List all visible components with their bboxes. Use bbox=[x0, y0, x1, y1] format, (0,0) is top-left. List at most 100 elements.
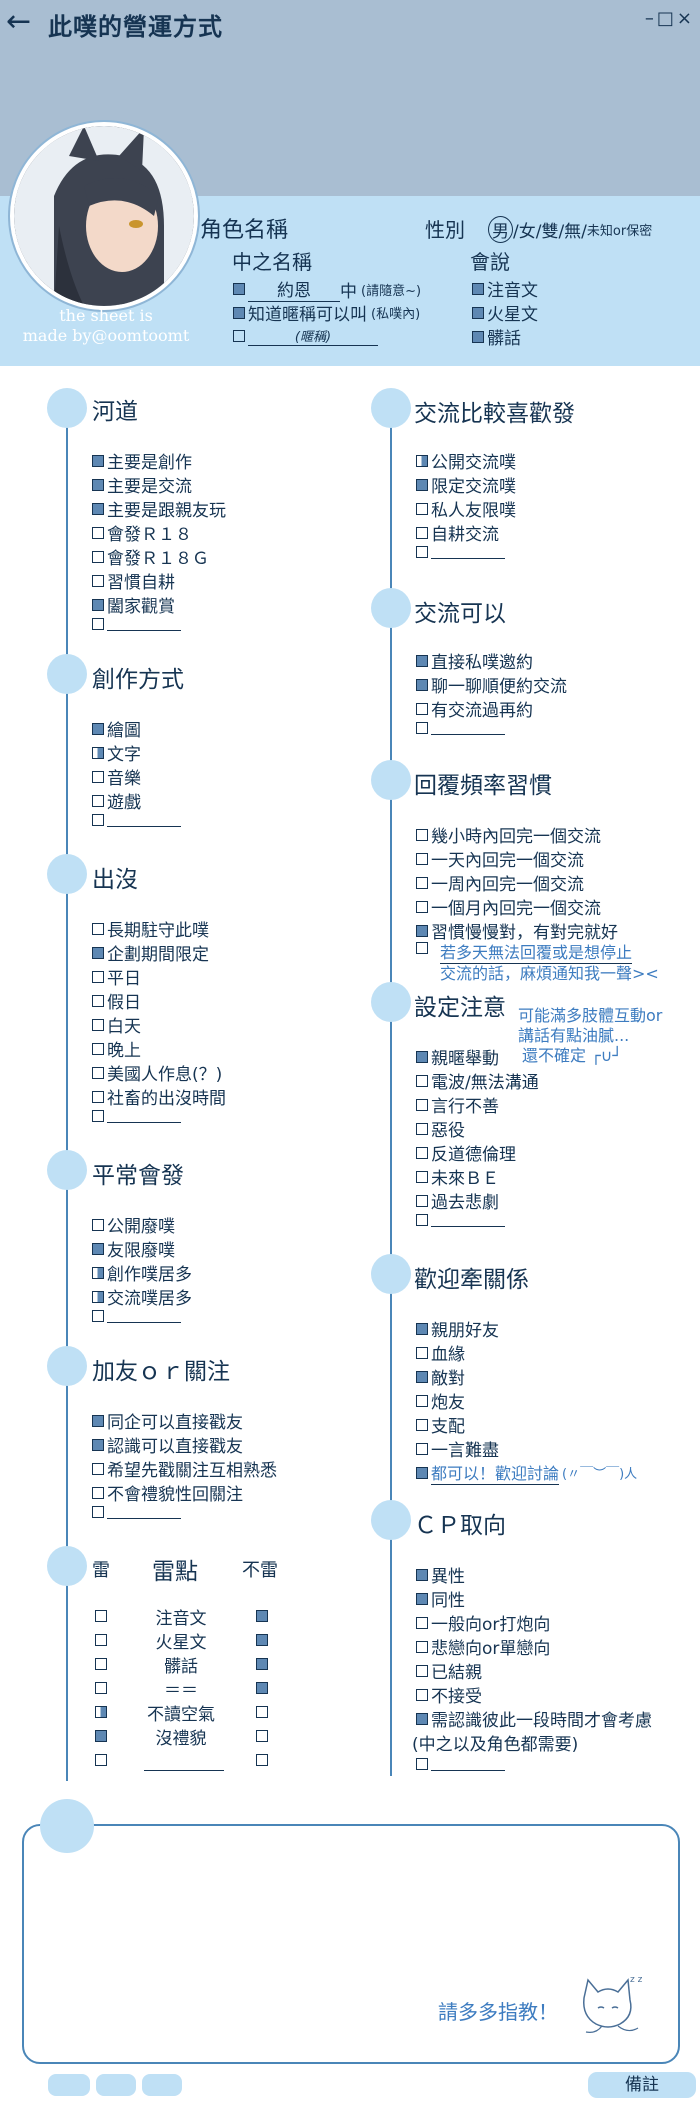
checkbox[interactable] bbox=[92, 1109, 104, 1122]
checkbox[interactable] bbox=[416, 1688, 428, 1701]
checkbox[interactable] bbox=[92, 1486, 104, 1499]
blank-field[interactable] bbox=[107, 616, 181, 631]
checkbox[interactable] bbox=[95, 1754, 107, 1766]
checkbox[interactable] bbox=[92, 946, 104, 959]
checkbox[interactable] bbox=[416, 502, 428, 515]
checkbox[interactable] bbox=[416, 721, 428, 734]
blank-field[interactable] bbox=[431, 720, 505, 735]
maximize-icon[interactable]: □ bbox=[656, 8, 674, 29]
gender-tail[interactable]: 未知or保密 bbox=[586, 224, 653, 239]
checkbox[interactable] bbox=[92, 454, 104, 467]
checkbox[interactable] bbox=[92, 922, 104, 935]
checkbox[interactable] bbox=[92, 1414, 104, 1427]
gender-selected[interactable]: 男 bbox=[488, 216, 513, 243]
checkbox[interactable] bbox=[416, 1370, 428, 1383]
blank-field[interactable] bbox=[107, 1308, 181, 1323]
tab-pill[interactable] bbox=[96, 2074, 136, 2096]
checkbox[interactable] bbox=[416, 1442, 428, 1455]
tab-pill[interactable] bbox=[142, 2074, 182, 2096]
blank-field[interactable] bbox=[107, 1504, 181, 1519]
checkbox[interactable] bbox=[472, 282, 484, 295]
checkbox[interactable] bbox=[416, 852, 428, 865]
checkbox[interactable] bbox=[95, 1730, 107, 1742]
checkbox[interactable] bbox=[92, 794, 104, 807]
checkbox[interactable] bbox=[416, 1098, 428, 1111]
checkbox[interactable] bbox=[416, 1616, 428, 1629]
nickname-input[interactable]: (暱稱) bbox=[248, 326, 378, 346]
checkbox[interactable] bbox=[95, 1610, 107, 1622]
gender-rest[interactable]: /女/雙/無/ bbox=[513, 222, 587, 242]
checkbox[interactable] bbox=[416, 478, 428, 491]
checkbox[interactable] bbox=[92, 1242, 104, 1255]
checkbox[interactable] bbox=[92, 550, 104, 563]
checkbox[interactable] bbox=[92, 770, 104, 783]
checkbox[interactable] bbox=[92, 1309, 104, 1322]
checkbox[interactable] bbox=[416, 828, 428, 841]
blank-field[interactable] bbox=[107, 812, 181, 827]
checkbox[interactable] bbox=[92, 1042, 104, 1055]
checkbox[interactable] bbox=[92, 722, 104, 735]
checkbox[interactable] bbox=[92, 1018, 104, 1031]
checkbox[interactable] bbox=[416, 900, 428, 913]
checkbox[interactable] bbox=[233, 306, 245, 319]
checkbox[interactable] bbox=[256, 1754, 268, 1766]
checkbox[interactable] bbox=[92, 1266, 104, 1279]
blank-field[interactable] bbox=[431, 544, 505, 559]
checkbox[interactable] bbox=[416, 526, 428, 539]
checkbox[interactable] bbox=[256, 1634, 268, 1646]
blank-field[interactable] bbox=[431, 1756, 505, 1771]
checkbox[interactable] bbox=[92, 994, 104, 1007]
checkbox[interactable] bbox=[416, 1194, 428, 1207]
checkbox[interactable] bbox=[416, 1418, 428, 1431]
checkbox[interactable] bbox=[416, 876, 428, 889]
checkbox[interactable] bbox=[92, 1462, 104, 1475]
checkbox[interactable] bbox=[92, 598, 104, 611]
checkbox[interactable] bbox=[416, 1757, 428, 1770]
blank-field[interactable] bbox=[431, 1212, 505, 1227]
checkbox[interactable] bbox=[95, 1658, 107, 1670]
checkbox[interactable] bbox=[472, 306, 484, 319]
checkbox[interactable] bbox=[416, 1664, 428, 1677]
checkbox[interactable] bbox=[416, 545, 428, 558]
checkbox[interactable] bbox=[92, 970, 104, 983]
blank-field[interactable] bbox=[144, 1756, 224, 1771]
checkbox[interactable] bbox=[416, 924, 428, 937]
checkbox[interactable] bbox=[92, 1438, 104, 1451]
checkbox[interactable] bbox=[233, 330, 245, 342]
checkbox[interactable] bbox=[416, 1050, 428, 1063]
checkbox[interactable] bbox=[92, 1505, 104, 1518]
minimize-icon[interactable]: – bbox=[644, 8, 654, 29]
checkbox[interactable] bbox=[416, 1466, 428, 1479]
checkbox[interactable] bbox=[416, 1170, 428, 1183]
checkbox[interactable] bbox=[92, 746, 104, 759]
checkbox[interactable] bbox=[256, 1658, 268, 1670]
back-arrow-icon[interactable]: ← bbox=[6, 4, 32, 39]
checkbox[interactable] bbox=[416, 678, 428, 691]
note-line[interactable]: 若多天無法回覆或是想停止 bbox=[440, 943, 633, 964]
item-label[interactable]: 都可以！歡迎討論 bbox=[431, 1460, 560, 1485]
close-icon[interactable]: × bbox=[676, 8, 692, 29]
checkbox[interactable] bbox=[256, 1610, 268, 1622]
mid-name-value[interactable]: 約恩 bbox=[248, 276, 340, 302]
checkbox[interactable] bbox=[92, 502, 104, 515]
checkbox[interactable] bbox=[416, 1146, 428, 1159]
checkbox[interactable] bbox=[92, 1218, 104, 1231]
checkbox[interactable] bbox=[92, 813, 104, 826]
checkbox[interactable] bbox=[416, 454, 428, 467]
checkbox[interactable] bbox=[416, 1074, 428, 1087]
checkbox[interactable] bbox=[92, 1090, 104, 1103]
blank-field[interactable] bbox=[107, 1108, 181, 1123]
checkbox[interactable] bbox=[256, 1706, 268, 1718]
checkbox[interactable] bbox=[92, 478, 104, 491]
checkbox[interactable] bbox=[416, 1122, 428, 1135]
checkbox[interactable] bbox=[416, 1640, 428, 1653]
checkbox[interactable] bbox=[416, 942, 428, 954]
checkbox[interactable] bbox=[92, 1290, 104, 1303]
checkbox[interactable] bbox=[95, 1634, 107, 1646]
checkbox[interactable] bbox=[472, 330, 484, 343]
checkbox[interactable] bbox=[416, 654, 428, 667]
tab-pill[interactable] bbox=[48, 2074, 90, 2096]
checkbox[interactable] bbox=[92, 617, 104, 630]
checkbox[interactable] bbox=[416, 1322, 428, 1335]
checkbox[interactable] bbox=[95, 1706, 107, 1718]
